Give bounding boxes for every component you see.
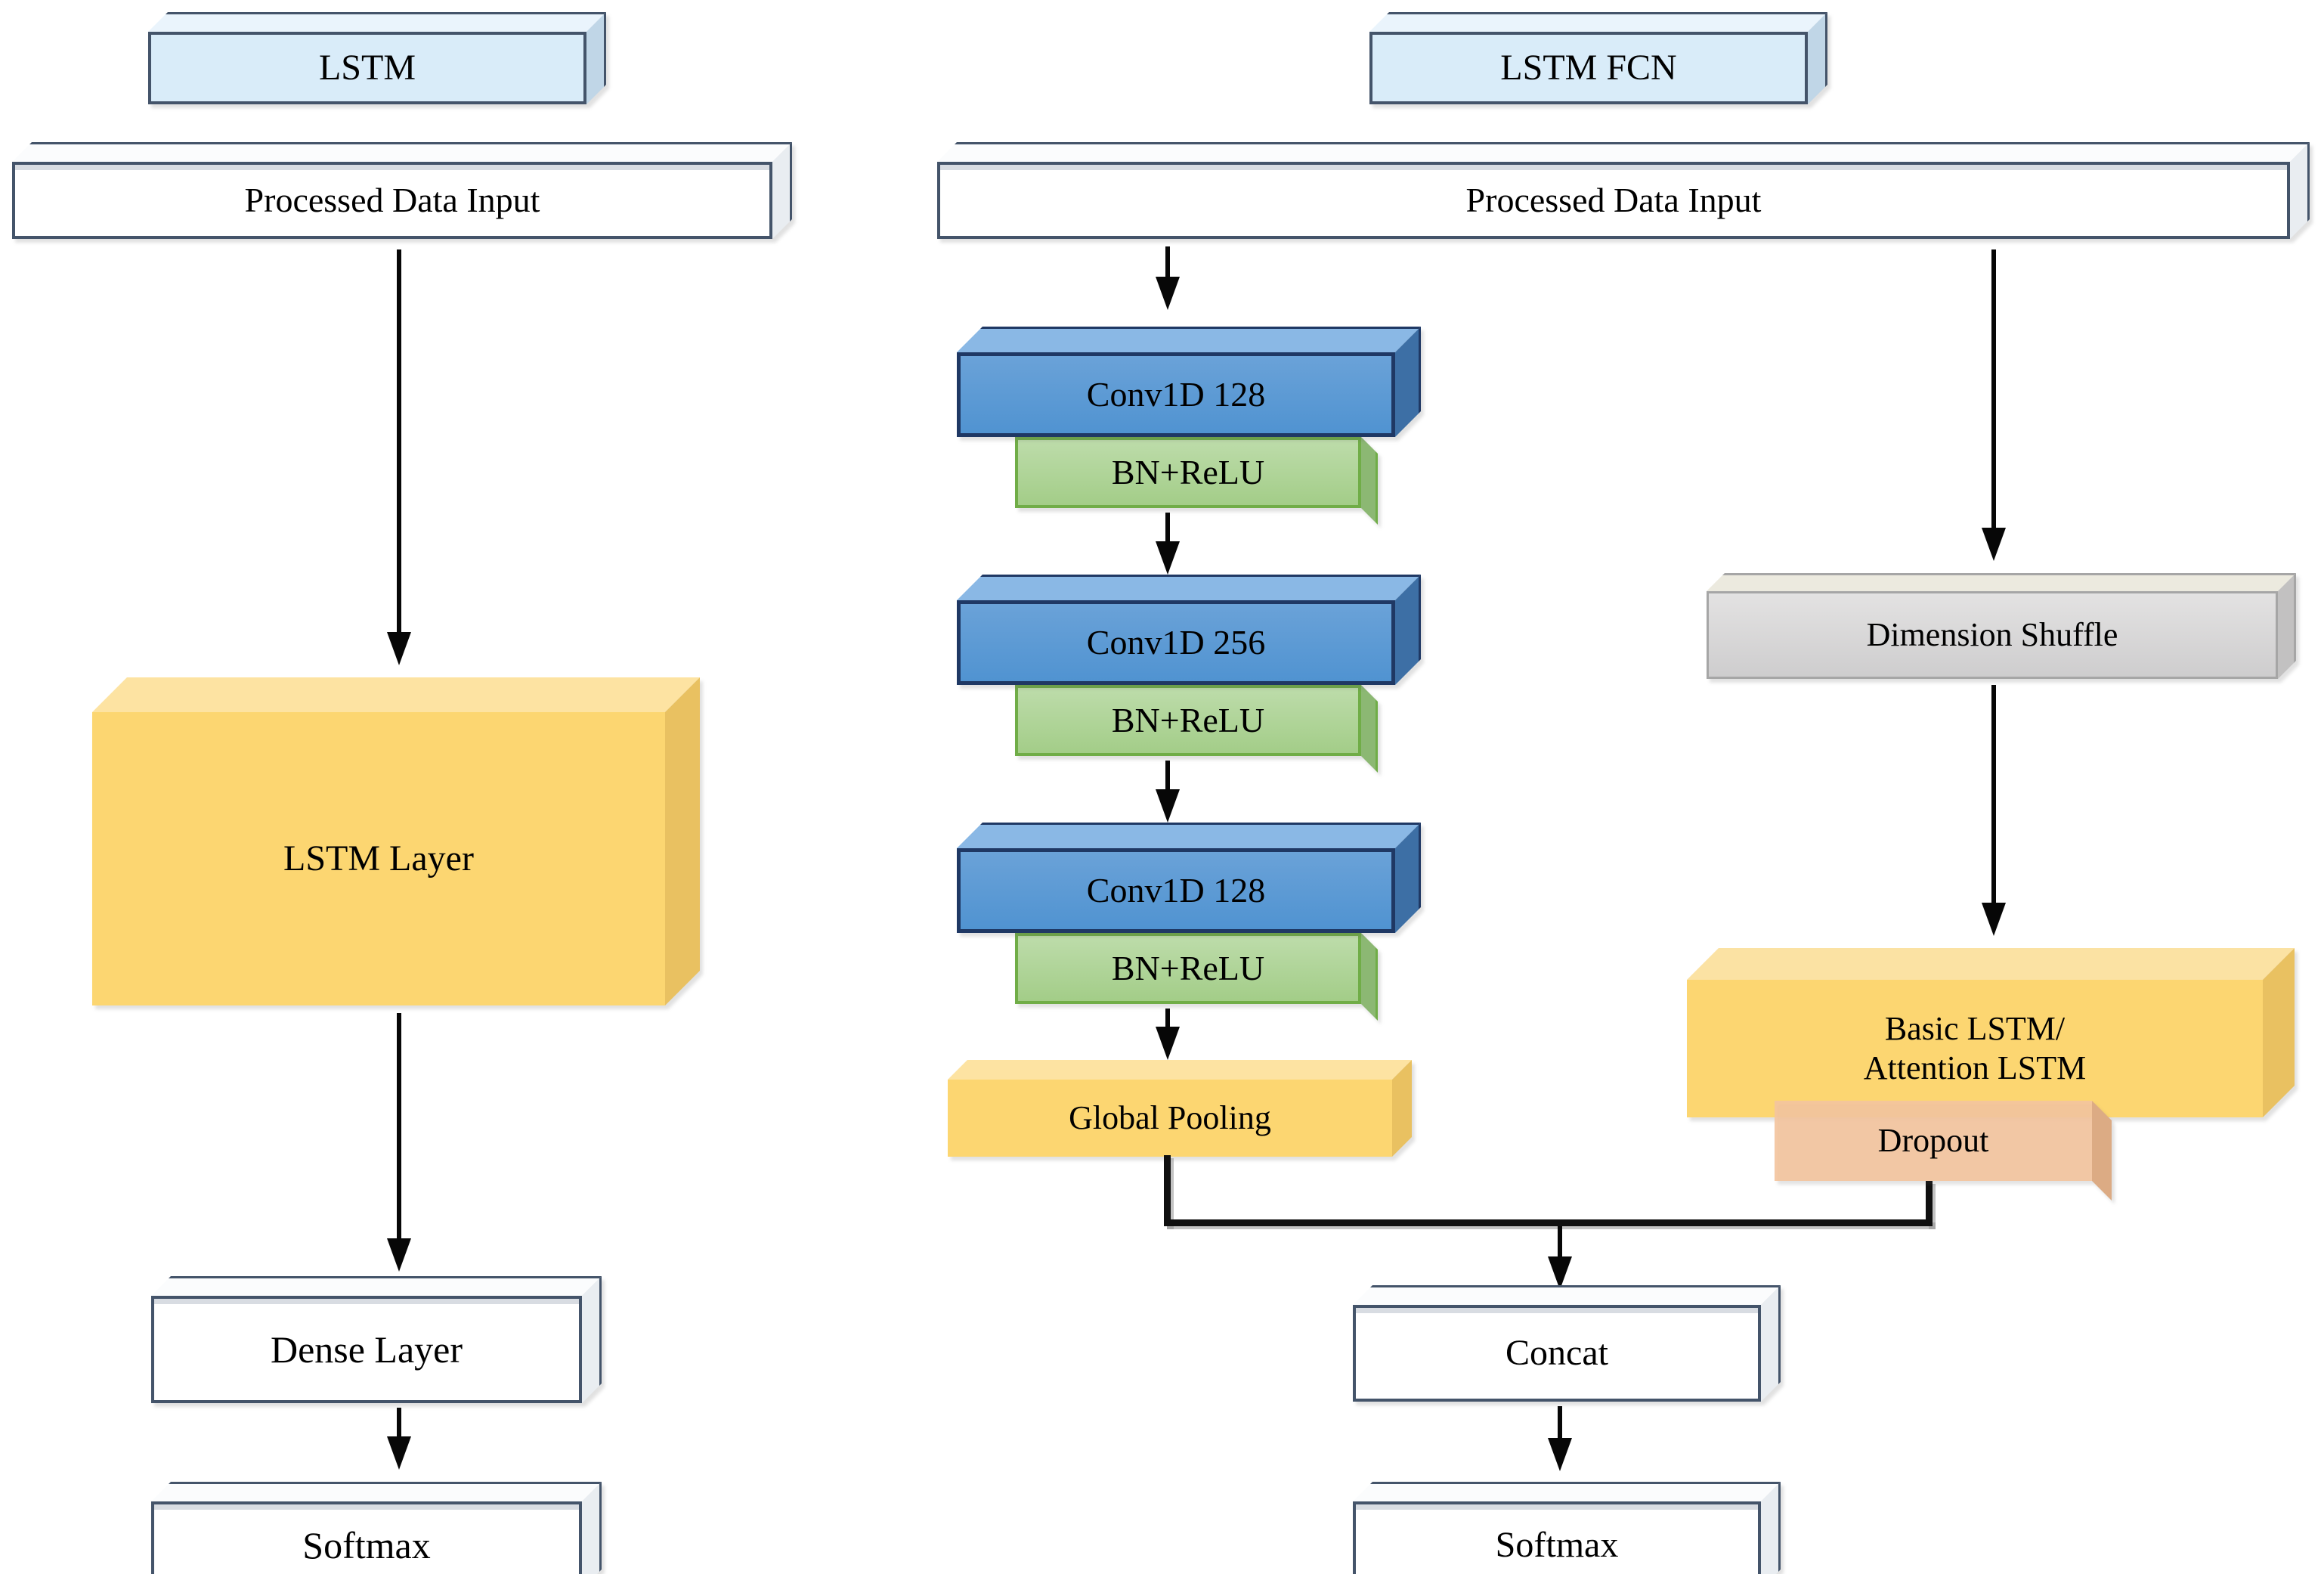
global-pooling-box: Global Pooling	[948, 1060, 1412, 1157]
softmax-box-right: Softmax	[1353, 1482, 1781, 1574]
processed-data-input-box-left: Processed Data Input	[12, 142, 792, 239]
box-right-face	[1361, 685, 1378, 773]
box-right-face	[1361, 933, 1378, 1021]
softmax-label-left: Softmax	[151, 1501, 582, 1574]
conv1d-256-box: Conv1D 256	[957, 575, 1421, 685]
conv1d-128-box-1: Conv1D 128	[957, 327, 1421, 437]
arrow-merge-to-concat	[1558, 1226, 1562, 1260]
dropout-label: Dropout	[1775, 1101, 2092, 1181]
arrow-bn1-to-conv2	[1165, 513, 1170, 544]
bn-relu-box-2: BN+ReLU	[1015, 685, 1378, 773]
lstm-layer-label: LSTM Layer	[92, 712, 665, 1005]
arrow-input-to-shuffle	[1991, 249, 1996, 529]
conv1d-256-label: Conv1D 256	[957, 600, 1395, 685]
box-top-face	[1353, 1482, 1781, 1501]
processed-data-input-label: Processed Data Input	[937, 162, 2290, 239]
box-right-face	[582, 1276, 602, 1403]
arrow-concat-to-softmax	[1558, 1406, 1562, 1439]
concat-label: Concat	[1353, 1305, 1761, 1402]
softmax-box-left: Softmax	[151, 1482, 602, 1574]
box-top-face	[957, 823, 1421, 848]
arrowhead	[1982, 903, 2006, 936]
arrowhead	[1156, 789, 1180, 823]
merge-line-right	[1926, 1181, 1933, 1226]
box-right-face	[665, 677, 700, 1005]
basic-attention-lstm-box: Basic LSTM/Attention LSTM	[1687, 948, 2295, 1117]
bn-relu-label: BN+ReLU	[1015, 437, 1361, 508]
arrowhead	[1548, 1256, 1572, 1290]
lstm-block-line2: Attention LSTM	[1863, 1049, 2087, 1086]
box-top-face	[1707, 573, 2296, 591]
bn-relu-label: BN+ReLU	[1015, 685, 1361, 756]
bn-relu-box-3: BN+ReLU	[1015, 933, 1378, 1021]
arrow-lstm-layer-to-dense	[397, 1013, 401, 1240]
processed-data-input-box-right: Processed Data Input	[937, 142, 2310, 239]
arrowhead	[1156, 277, 1180, 310]
global-pooling-label: Global Pooling	[948, 1080, 1392, 1157]
box-right-face	[2263, 948, 2295, 1117]
processed-data-input-label: Processed Data Input	[12, 162, 772, 239]
dense-layer-label: Dense Layer	[151, 1296, 582, 1403]
lstm-fcn-title-label: LSTM FCN	[1369, 32, 1808, 104]
conv1d-128-label: Conv1D 128	[957, 848, 1395, 933]
softmax-label-right: Softmax	[1353, 1501, 1761, 1574]
arrow-shuffle-to-lstm-block	[1991, 685, 1996, 904]
box-top-face	[937, 142, 2310, 162]
lstm-fcn-title-box: LSTM FCN	[1369, 12, 1827, 104]
box-right-face	[1361, 437, 1378, 525]
arrow-bn3-to-pooling	[1165, 1009, 1170, 1028]
arrowhead	[1548, 1438, 1572, 1471]
merge-line-left	[1164, 1155, 1171, 1226]
conv1d-128-label: Conv1D 128	[957, 352, 1395, 437]
arrowhead	[387, 1238, 411, 1272]
box-right-face	[2092, 1101, 2112, 1201]
lstm-layer-box: LSTM Layer	[92, 677, 700, 1005]
arrow-bn2-to-conv3	[1165, 761, 1170, 792]
box-top-face	[151, 1276, 602, 1296]
box-top-face	[1687, 948, 2295, 980]
box-top-face	[151, 1482, 602, 1501]
merge-line-horizontal	[1164, 1219, 1933, 1226]
conv1d-128-box-2: Conv1D 128	[957, 823, 1421, 933]
bn-relu-box-1: BN+ReLU	[1015, 437, 1378, 525]
box-right-face	[2278, 573, 2296, 679]
box-top-face	[948, 1060, 1412, 1080]
box-top-face	[148, 12, 606, 32]
box-top-face	[957, 575, 1421, 600]
box-top-face	[957, 327, 1421, 352]
box-top-face	[12, 142, 792, 162]
box-top-face	[1369, 12, 1827, 32]
lstm-title-box: LSTM	[148, 12, 606, 104]
lstm-block-line1: Basic LSTM/	[1884, 1010, 2066, 1048]
box-top-face	[1353, 1285, 1781, 1305]
arrowhead	[387, 632, 411, 665]
concat-box: Concat	[1353, 1285, 1781, 1402]
arrowhead	[1156, 1027, 1180, 1060]
dropout-box: Dropout	[1775, 1101, 2112, 1201]
arrowhead	[387, 1436, 411, 1470]
basic-attention-lstm-label: Basic LSTM/Attention LSTM	[1687, 980, 2263, 1117]
bn-relu-label: BN+ReLU	[1015, 933, 1361, 1004]
arrowhead	[1156, 541, 1180, 575]
lstm-title-label: LSTM	[148, 32, 586, 104]
arrowhead	[1982, 528, 2006, 561]
arrow-input-to-lstm-layer	[397, 249, 401, 634]
dense-layer-box: Dense Layer	[151, 1276, 602, 1403]
arrow-input-to-conv1	[1165, 246, 1170, 278]
box-top-face	[92, 677, 700, 712]
box-right-face	[1761, 1285, 1781, 1402]
dimension-shuffle-label: Dimension Shuffle	[1707, 591, 2278, 679]
arrow-dense-to-softmax	[397, 1408, 401, 1438]
dimension-shuffle-box: Dimension Shuffle	[1707, 573, 2296, 679]
